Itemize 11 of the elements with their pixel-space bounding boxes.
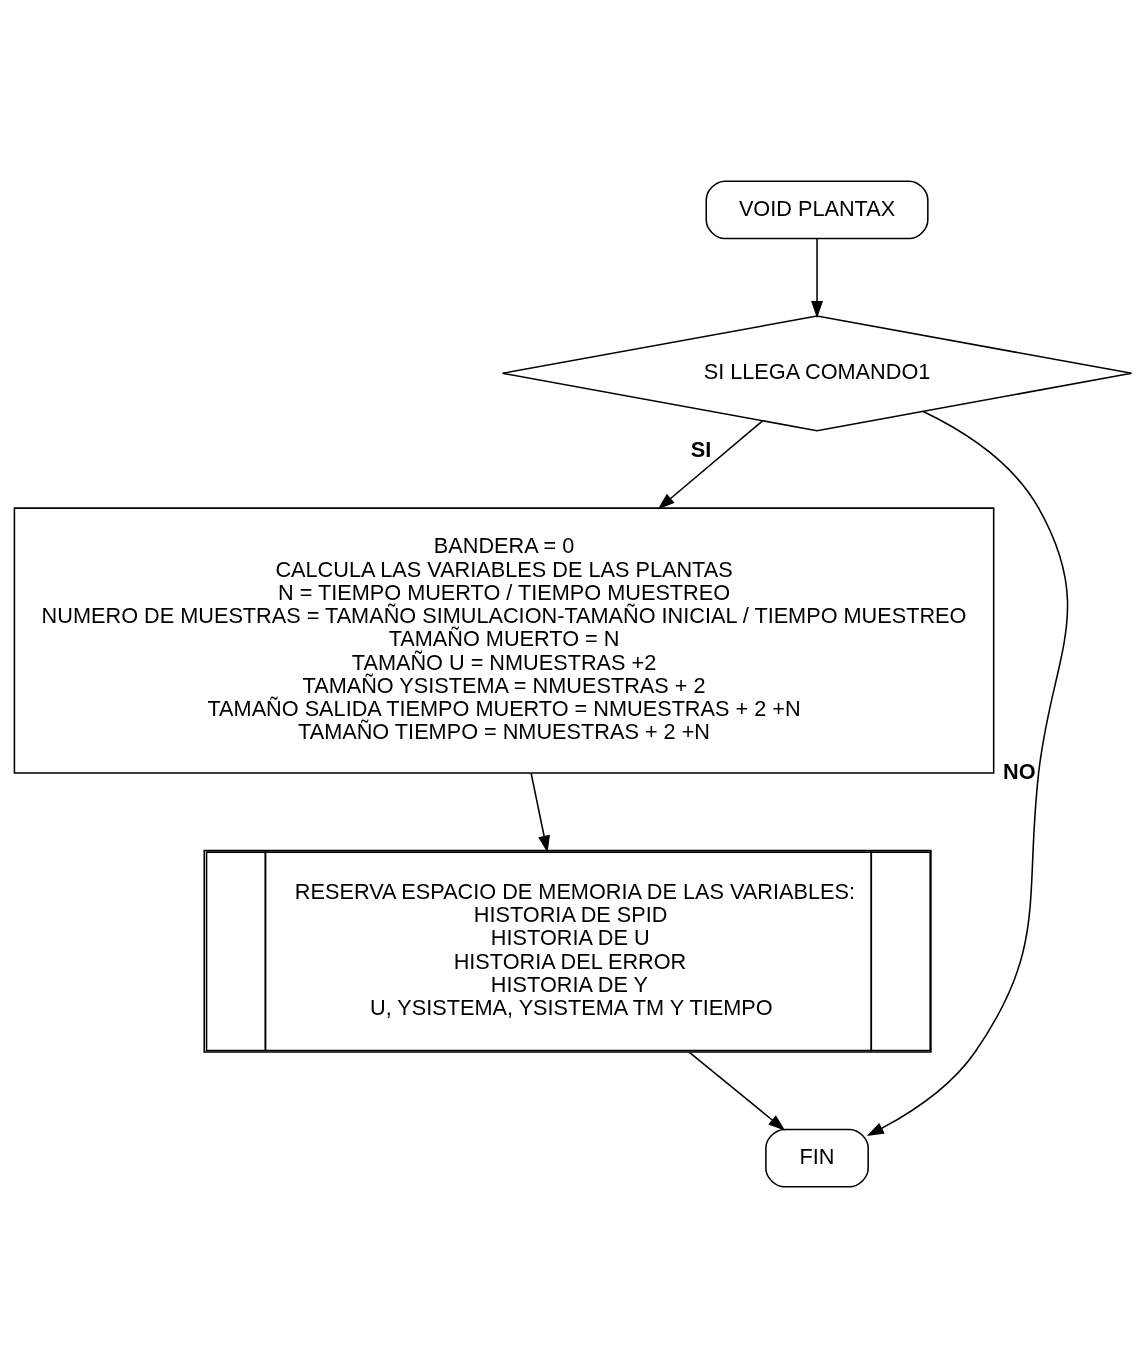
arrow	[657, 419, 764, 509]
node-box: BANDERA = 0 CALCULA LAS VARIABLES DE LAS PLANTAS N = TIEMPO MUERTO / TIEMPO MUESTREO NUMERO DE MUESTRAS = TAMAÑO SIMULACION-TAMAÑO INICIAL / TIEMPO MUESTREO TAMAÑO MUERTO = N TAMAÑO U = NMUESTRAS +2 TAMAÑO YSISTEMA = NMUESTRAS + 2 TAMAÑO SALIDA TIEMPO MUERTO = NMUESTRAS + 2 +N TAMAÑO TIEMPO = NMUESTRAS + 2 +N	[13, 506, 995, 774]
arrow	[688, 1051, 786, 1131]
arrow	[866, 410, 1069, 1136]
arrow	[530, 772, 550, 853]
edge-label: NO	[1003, 758, 1036, 784]
edge-label: SI	[690, 436, 712, 462]
node-diamond: SI LLEGA COMANDO1	[501, 314, 1133, 431]
arrow	[811, 237, 823, 318]
node-box: VOID PLANTAX	[705, 179, 929, 239]
node-box: FIN	[765, 1128, 869, 1188]
